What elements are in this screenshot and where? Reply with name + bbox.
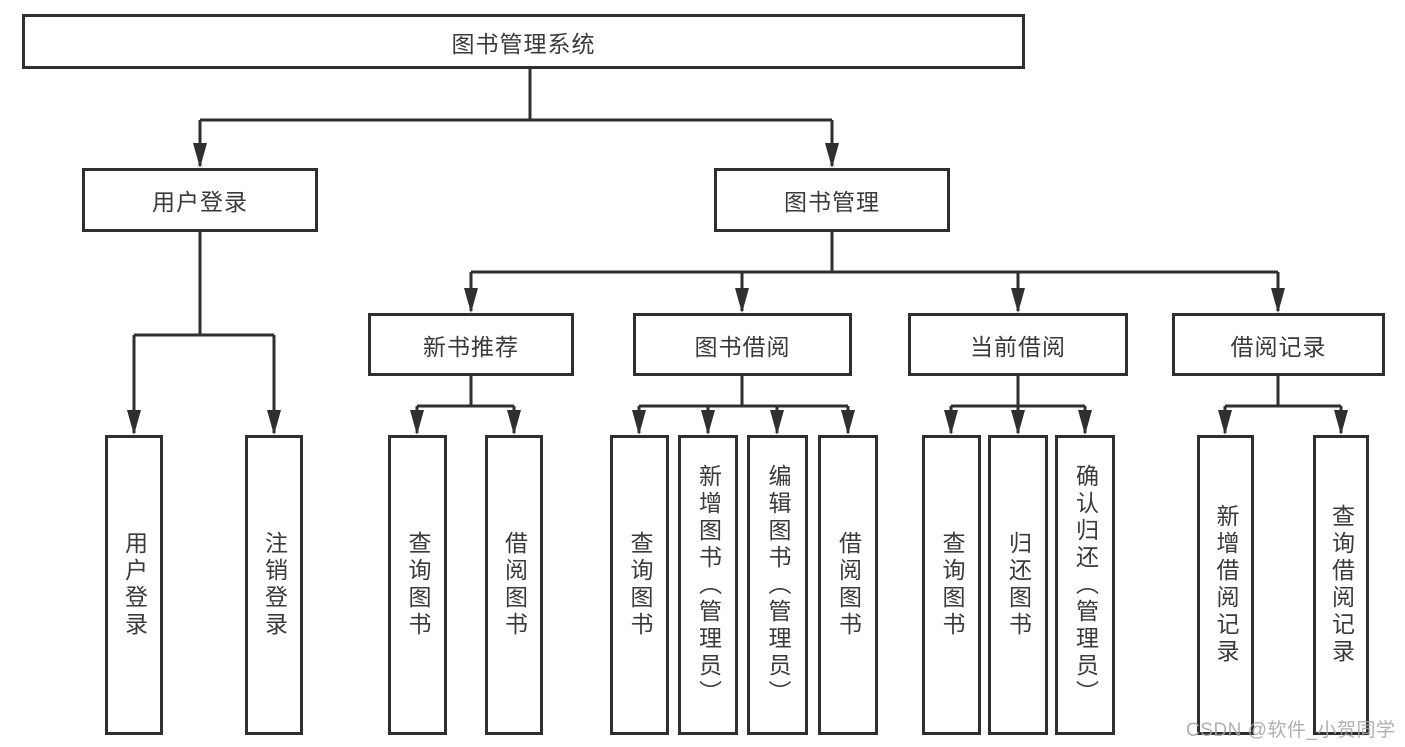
node-user-login: 用户登录 bbox=[82, 168, 318, 232]
leaf-add-books-admin: 新增图书（管理员） bbox=[678, 435, 738, 735]
leaf-edit-books-admin: 编辑图书（管理员） bbox=[747, 435, 808, 735]
node-current-borrowing: 当前借阅 bbox=[908, 313, 1128, 376]
node-book-management: 图书管理 bbox=[714, 168, 950, 232]
leaf-query-borrow-record: 查询借阅记录 bbox=[1313, 435, 1369, 735]
node-library-management-system: 图书管理系统 bbox=[22, 14, 1025, 69]
leaf-query-books-current: 查询图书 bbox=[922, 435, 981, 735]
node-new-book-recommendation: 新书推荐 bbox=[368, 313, 574, 376]
node-borrowing-records: 借阅记录 bbox=[1172, 313, 1385, 376]
leaf-query-books-recommend: 查询图书 bbox=[388, 435, 447, 735]
watermark: CSDN @软件_小贺同学 bbox=[1186, 720, 1396, 741]
node-book-borrowing: 图书借阅 bbox=[633, 313, 852, 376]
leaf-query-books-borrowing: 查询图书 bbox=[610, 435, 669, 735]
leaf-add-borrow-record: 新增借阅记录 bbox=[1197, 435, 1254, 735]
leaf-confirm-return-admin: 确认归还（管理员） bbox=[1055, 435, 1115, 735]
leaf-logout: 注销登录 bbox=[245, 435, 303, 735]
leaf-borrow-books: 借阅图书 bbox=[818, 435, 878, 735]
leaf-borrow-books-recommend: 借阅图书 bbox=[485, 435, 543, 735]
leaf-return-books: 归还图书 bbox=[988, 435, 1048, 735]
leaf-user-login: 用户登录 bbox=[105, 435, 163, 735]
tree-connector-path bbox=[132, 69, 1343, 433]
